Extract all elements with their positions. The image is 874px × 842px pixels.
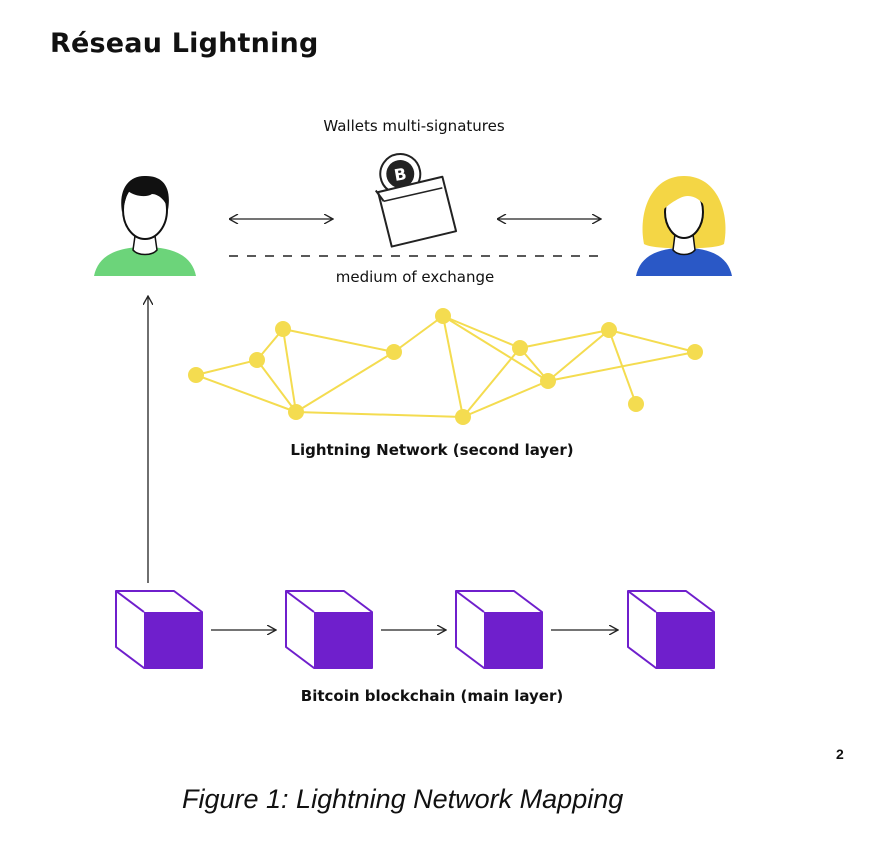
network-nodes (188, 308, 703, 425)
man-avatar-icon (94, 175, 196, 276)
network-node (512, 340, 528, 356)
network-node (601, 322, 617, 338)
network-node (188, 367, 204, 383)
network-node (540, 373, 556, 389)
network-node (455, 409, 471, 425)
block-1-icon (115, 590, 203, 669)
block-2-icon (285, 590, 373, 669)
network-node (435, 308, 451, 324)
wallet-label: Wallets multi-signatures (323, 117, 505, 135)
woman-avatar-icon (636, 176, 732, 276)
network-label: Lightning Network (second layer) (290, 441, 574, 459)
network-node (687, 344, 703, 360)
wallet-coin-symbol: B (393, 164, 408, 185)
network-node (275, 321, 291, 337)
page-number: 2 (836, 746, 844, 762)
exchange-label: medium of exchange (335, 268, 495, 286)
figure-caption: Figure 1: Lightning Network Mapping (182, 784, 624, 814)
network-edges (195, 315, 696, 418)
bitcoin-wallet-icon: B (374, 152, 458, 248)
block-4-icon (627, 590, 715, 669)
network-node (628, 396, 644, 412)
network-node (386, 344, 402, 360)
page-title: Réseau Lightning (50, 28, 319, 59)
network-node (288, 404, 304, 420)
network-node (249, 352, 265, 368)
block-3-icon (455, 590, 543, 669)
blockchain-label: Bitcoin blockchain (main layer) (300, 687, 564, 705)
